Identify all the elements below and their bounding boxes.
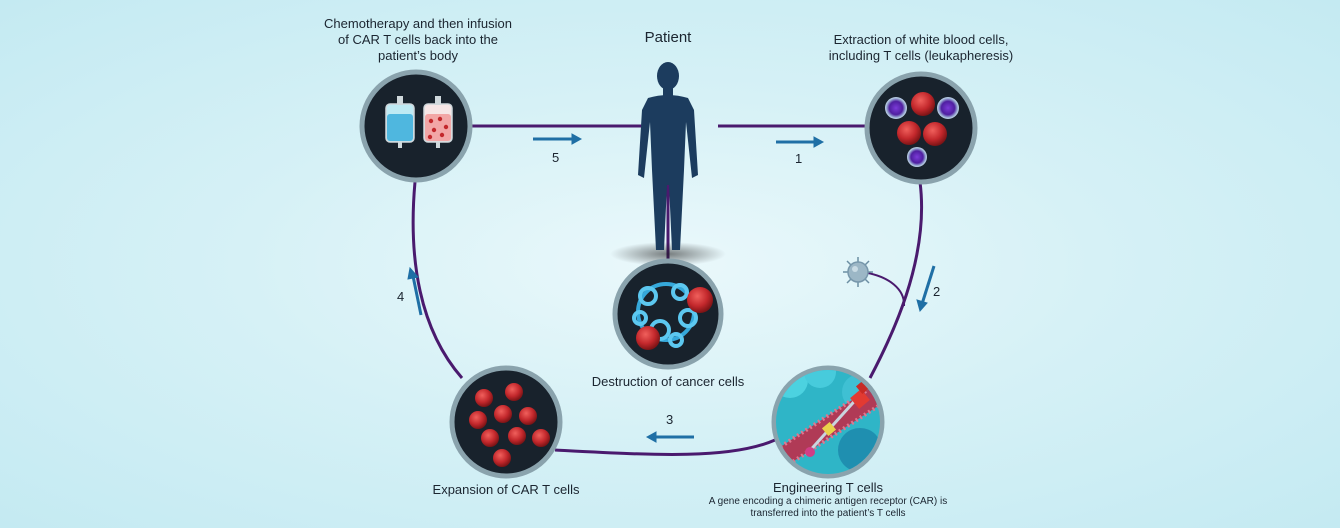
engineering-detail: A gene encoding a chimeric antigen recep…: [708, 496, 948, 519]
arrow-step-3-icon: [645, 431, 694, 443]
expansion-circle: [449, 365, 563, 479]
car-t-cell-icon: [519, 407, 537, 425]
step-number-1: 1: [795, 151, 802, 166]
iv-bag-icon: [385, 96, 415, 148]
cancer-cell-icon: [911, 92, 935, 116]
engineering-circle: [771, 365, 885, 479]
car-t-cell-icon: [481, 429, 499, 447]
car-t-cell-icon: [494, 405, 512, 423]
car-t-cell-icon: [505, 383, 523, 401]
iv-bag-car-t-icon: [423, 96, 453, 148]
arrow-step-1-icon: [776, 136, 825, 148]
patient-floor-shadow: [610, 242, 726, 266]
extraction-label: Extraction of white blood cells, includi…: [828, 32, 1014, 63]
line-expansion-to-infusion: [411, 181, 464, 379]
step-number-2: 2: [933, 284, 940, 299]
cancer-cell-icon: [923, 122, 947, 146]
arrow-step-5-icon: [533, 133, 583, 145]
car-t-cell-icon: [636, 326, 660, 350]
car-t-cell-icon: [469, 411, 487, 429]
extraction-circle: [864, 71, 978, 185]
car-t-cell-icon: [687, 287, 713, 313]
step-number-4: 4: [397, 289, 404, 304]
infusion-label: Chemotherapy and then infusion of CAR T …: [324, 16, 512, 63]
cancer-cell-icon: [897, 121, 921, 145]
arrow-step-2-icon: [916, 265, 936, 313]
diagram-title: Patient: [644, 29, 692, 46]
car-t-cell-icon: [532, 429, 550, 447]
virus-icon: [843, 257, 873, 287]
cancer-cell-icon: [632, 282, 698, 348]
destruction-label: Destruction of cancer cells: [591, 374, 745, 389]
patient-figure-icon: [638, 62, 698, 250]
step-arrows: [407, 133, 936, 443]
infusion-circle: [359, 69, 473, 183]
car-t-cell-icon: [493, 449, 511, 467]
t-cell-icon: [937, 97, 959, 119]
expansion-label: Expansion of CAR T cells: [432, 482, 580, 497]
destruction-circle: [612, 258, 724, 370]
engineering-label: Engineering T cells: [772, 480, 884, 495]
line-extraction-to-engineering: [868, 181, 923, 379]
line-virus-to-membrane: [861, 271, 906, 307]
car-t-cell-icon: [508, 427, 526, 445]
car-receptor-icon: [804, 379, 871, 457]
line-engineering-to-expansion: [554, 438, 776, 456]
step-number-5: 5: [552, 150, 559, 165]
arrow-step-4-icon: [407, 266, 423, 316]
t-cell-icon: [907, 147, 927, 167]
t-cell-icon: [885, 97, 907, 119]
car-t-cell-icon: [475, 389, 493, 407]
step-number-3: 3: [666, 412, 673, 427]
